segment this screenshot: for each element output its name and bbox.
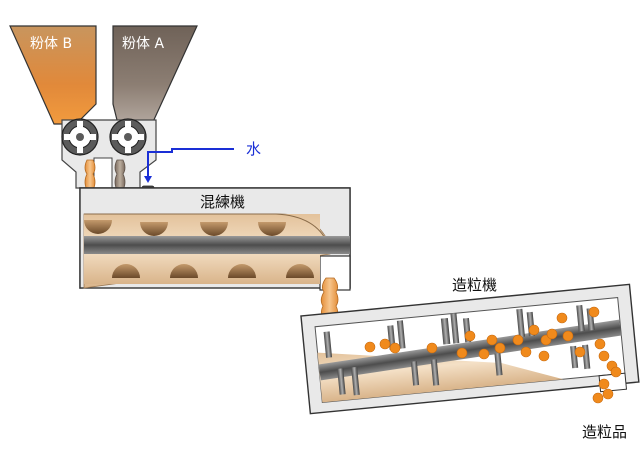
granulator-label: 造粒機 xyxy=(452,276,497,294)
powder-a-label: 粉体 A xyxy=(122,36,164,52)
rotary-feeder-a xyxy=(109,118,147,156)
mixer-label: 混練機 xyxy=(200,193,245,211)
rotary-feeder-b xyxy=(61,118,99,156)
water-label: 水 xyxy=(246,140,261,158)
powder-b-stream xyxy=(84,159,96,191)
product-label: 造粒品 xyxy=(582,423,627,441)
granules xyxy=(364,306,622,404)
powder-a-stream xyxy=(114,159,126,191)
hopper-powder-b xyxy=(9,25,97,125)
powder-b-label: 粉体 B xyxy=(30,36,72,52)
granulator-body xyxy=(300,283,640,415)
